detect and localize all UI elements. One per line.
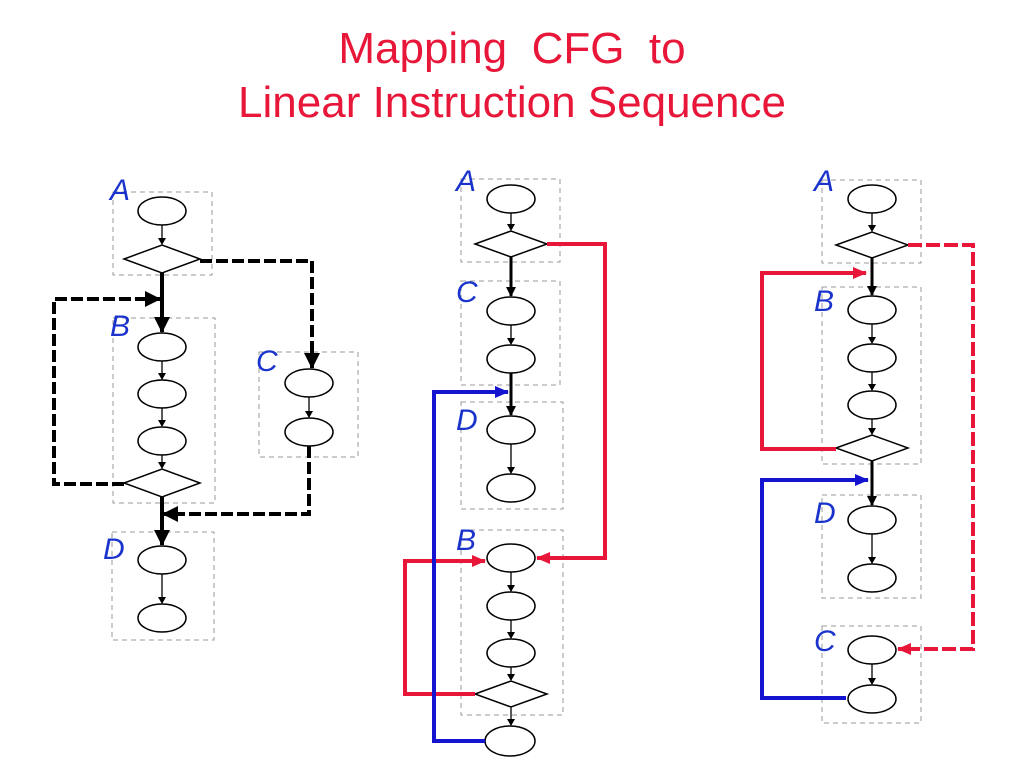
jump-b-loop	[760, 267, 867, 451]
edges	[760, 213, 975, 700]
block-label-a: A	[108, 174, 130, 207]
block-label-a: A	[454, 165, 476, 198]
block-label-b: B	[456, 524, 476, 557]
block-labels: A B D C	[812, 165, 836, 658]
node-b1	[847, 295, 897, 325]
branch-node-b	[833, 434, 911, 462]
jump-c-to-d	[760, 474, 869, 700]
title-line-1: Mapping CFG to	[338, 24, 686, 73]
node-b1	[486, 543, 536, 573]
node-a1	[137, 196, 187, 226]
block-c-box	[821, 625, 922, 724]
node-b2	[847, 343, 897, 373]
branch-node-b	[472, 680, 550, 708]
block-labels: A B C D	[103, 174, 278, 566]
node-b2	[137, 379, 187, 409]
nodes	[833, 184, 911, 714]
node-c1	[284, 368, 334, 398]
branch-node-a	[833, 231, 911, 259]
branch-node-a	[472, 230, 550, 258]
node-d1	[486, 415, 536, 445]
node-d2	[137, 603, 187, 633]
node-b3	[486, 638, 536, 668]
node-b1	[137, 332, 187, 362]
node-d1	[137, 545, 187, 575]
node-c2	[486, 344, 536, 374]
block-label-d: D	[814, 497, 836, 530]
edge-a-c	[200, 259, 320, 369]
node-c1	[486, 296, 536, 326]
block-b-box	[460, 529, 564, 716]
cfg-graph: A B C D	[52, 174, 359, 641]
exit-node	[484, 725, 536, 757]
branch-node-a	[121, 244, 203, 274]
layout-abdc: A B D C	[760, 165, 975, 724]
node-d1	[847, 505, 897, 535]
block-label-b: B	[814, 285, 834, 318]
edges	[52, 225, 320, 604]
node-c2	[847, 684, 897, 714]
node-d2	[847, 563, 897, 593]
node-b3	[137, 426, 187, 456]
node-a1	[847, 184, 897, 214]
block-label-c: C	[456, 276, 478, 309]
nodes	[121, 196, 334, 633]
block-d-box	[460, 401, 564, 510]
node-b3	[847, 390, 897, 420]
block-labels: A C D B	[454, 165, 478, 557]
node-c2	[284, 417, 334, 447]
edges	[403, 213, 607, 743]
block-label-c: C	[814, 625, 836, 658]
node-b2	[486, 591, 536, 621]
jump-a-to-b	[536, 242, 607, 564]
block-d-box	[111, 531, 215, 641]
node-a1	[486, 184, 536, 214]
title-line-2: Linear Instruction Sequence	[238, 78, 786, 127]
slide-title: Mapping CFG to Linear Instruction Sequen…	[0, 22, 1024, 130]
block-a-box	[821, 179, 922, 264]
edge-b-loop	[52, 291, 161, 486]
nodes	[472, 184, 550, 757]
jump-b-loop	[403, 555, 486, 696]
node-c1	[847, 635, 897, 665]
block-a-box	[460, 178, 561, 263]
jump-exit-to-d	[432, 386, 509, 743]
layout-acdb: A C D B	[403, 165, 607, 757]
edge-c-d	[162, 446, 311, 522]
block-label-a: A	[812, 165, 834, 198]
block-label-b: B	[110, 310, 130, 343]
block-label-d: D	[456, 404, 478, 437]
block-a-box	[112, 191, 213, 276]
block-label-d: D	[103, 533, 125, 566]
branch-node-b	[121, 468, 203, 498]
block-label-c: C	[256, 345, 278, 378]
jump-a-to-c	[897, 243, 975, 655]
node-d2	[486, 473, 536, 503]
